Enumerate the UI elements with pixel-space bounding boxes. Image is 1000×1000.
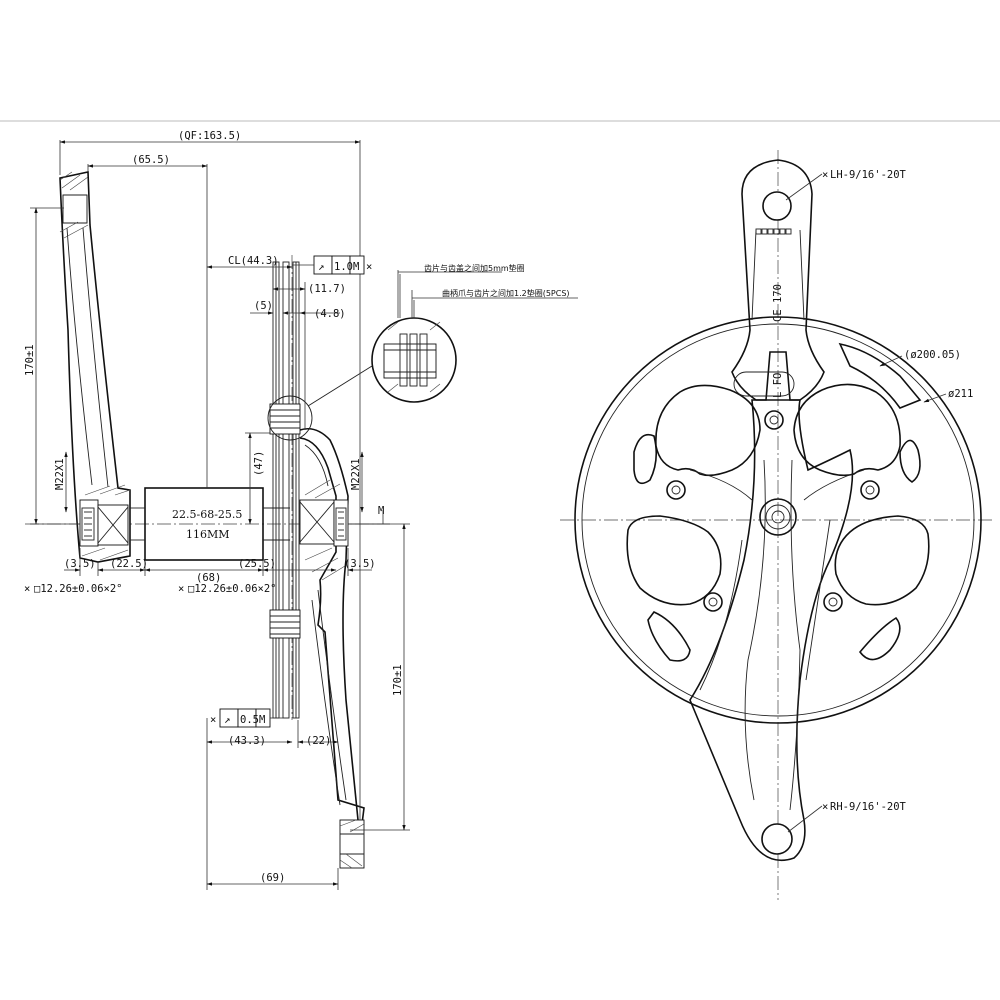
star-mark-right: × [178, 583, 184, 595]
dim-3-5-right: (3.5) [344, 558, 376, 570]
tolerance-bottom-value: 0.5 [240, 714, 259, 726]
bottom-bracket-axle [130, 487, 290, 561]
bolt-upper-left [666, 480, 686, 500]
leader-d200 [879, 355, 903, 367]
chainring-inner [581, 323, 975, 717]
chainring-bolts [666, 410, 880, 612]
spec-square-left: □12.26±0.06×2° [34, 583, 123, 595]
dim-170-right: 170±1 [392, 664, 404, 696]
dia-200-05: (ø200.05) [904, 349, 961, 361]
bb-length: 116MM [186, 528, 230, 541]
thread-lh: LH-9/16'-20T [830, 169, 907, 181]
center-bolt [759, 498, 797, 536]
dim-3-5-left: (3.5) [64, 558, 96, 570]
dim-22: (22) [306, 735, 331, 747]
chainring-bolt-bottom [269, 609, 301, 639]
front-view: × LH-9/16'-20T × RH-9/16'-20T (ø200.05) … [560, 150, 995, 900]
dia-211: ø211 [948, 388, 973, 400]
dim-5: (5) [254, 300, 273, 312]
dim-43-3: (43.3) [228, 735, 266, 747]
lower-crank-arm [689, 399, 865, 862]
note-washer-1-2: 曲柄爪与齿片之间加1.2垫圈(5PCS) [442, 288, 570, 298]
left-pedal-eye-hatch [59, 171, 89, 239]
tolerance-frame-bottom: ↗ 0.5 M × [210, 708, 283, 728]
spec-square-right: □12.26±0.06×2° [188, 583, 277, 595]
dim-cl: CL(44.3) [228, 255, 279, 267]
bolt-lower-right [823, 592, 843, 612]
arm-text-lfo: L FO [772, 373, 784, 398]
star-rh: × [822, 801, 828, 813]
detail-circle-top [267, 395, 313, 441]
dim-170-left: 170±1 [24, 344, 36, 376]
left-crank-arm [59, 171, 131, 563]
left-pedal-hole [762, 191, 792, 221]
upper-crank-arm [731, 159, 825, 401]
arm-markings [755, 228, 792, 235]
tolerance-top-value: 1.0 [334, 261, 353, 273]
chainring-outer [574, 316, 982, 724]
arm-text-ce170: CE 170 [772, 284, 784, 322]
dim-4-8: (4.8) [314, 308, 346, 320]
bolt-top [764, 410, 784, 430]
tolerance-frame-top: ↗ 1.0 M × [292, 255, 372, 275]
dim-11-7: (11.7) [308, 283, 346, 295]
dim-m22-right: M22X1 [350, 458, 362, 490]
runout-icon: ↗ [318, 261, 324, 273]
guard-slots [633, 342, 922, 662]
bolt-lower-left [703, 592, 723, 612]
side-view: (QF:163.5) (65.5) CL(44.3) (11.7) (5) (4… [24, 130, 578, 890]
tolerance-bottom-star: × [210, 714, 216, 726]
star-lh: × [822, 169, 828, 181]
tolerance-top-star: × [366, 261, 372, 273]
dim-25-5: (25.5) [238, 558, 276, 570]
dimension-lines [30, 140, 410, 890]
right-crank-arm [299, 427, 365, 869]
note-washer-5mm: 齿片与齿盖之间加5mm垫圈 [424, 263, 525, 273]
tolerance-bottom-datum: M [259, 714, 265, 726]
dim-68: (68) [196, 572, 221, 584]
thread-rh: RH-9/16'-20T [830, 801, 907, 813]
runout-icon: ↗ [224, 714, 230, 726]
leader-lh [785, 173, 823, 201]
leader-rh [787, 805, 823, 833]
dim-47: (47) [253, 451, 265, 476]
dim-m22-left: M22X1 [54, 458, 66, 490]
chainring-stack [272, 261, 300, 719]
right-pedal-hole [761, 823, 793, 855]
datum-m: M [378, 505, 384, 517]
dim-qf: (QF:163.5) [178, 130, 241, 142]
left-boss-hatch [81, 484, 131, 561]
dim-22-5: (22.5) [110, 558, 148, 570]
chainring-bolt-top [267, 365, 373, 441]
bb-spec: 22.5-68-25.5 [172, 508, 242, 521]
star-mark-left: × [24, 583, 30, 595]
bolt-upper-right [860, 480, 880, 500]
dim-69: (69) [260, 872, 285, 884]
dim-65-5: (65.5) [132, 154, 170, 166]
right-pedal-eye-hatch [339, 819, 365, 869]
spider-windows [626, 383, 930, 606]
leader-d211 [923, 393, 947, 403]
tolerance-top-datum: M [353, 261, 359, 273]
